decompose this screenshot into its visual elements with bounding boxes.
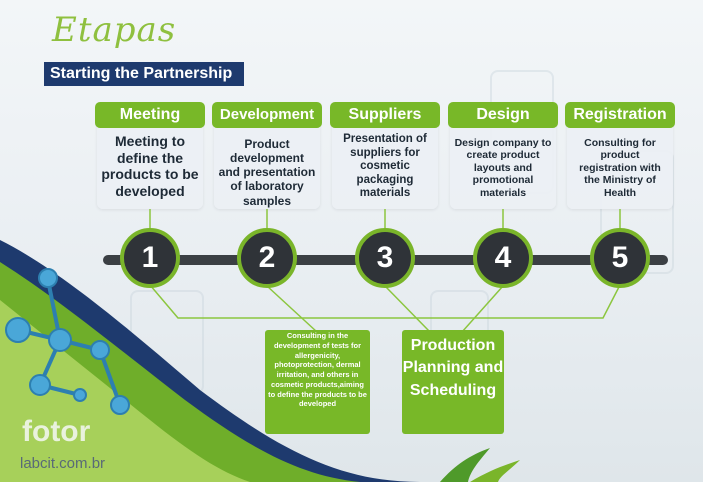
step-description: Consulting for product registration with… xyxy=(579,137,661,199)
step-description: Design company to create product layouts… xyxy=(454,137,552,199)
step-number: 1 xyxy=(120,228,180,288)
watermark-brand: fotor xyxy=(22,415,91,448)
leaf-icon xyxy=(470,460,520,482)
consulting-note: Consulting in the development of tests f… xyxy=(265,330,370,434)
step-number: 5 xyxy=(590,228,650,288)
step-description: Product development and presentation of … xyxy=(218,137,316,208)
step-number: 2 xyxy=(237,228,297,288)
title-script: Etapas xyxy=(52,10,177,50)
website-url: labcit.com.br xyxy=(20,455,106,472)
step-number: 3 xyxy=(355,228,415,288)
production-planning-box: Production Planning and Scheduling xyxy=(402,330,504,434)
step-card-development: Development Product development and pres… xyxy=(212,102,322,209)
leaf-icon xyxy=(440,448,490,482)
step-description: Presentation of suppliers for cosmetic p… xyxy=(343,133,427,200)
molecule-icon xyxy=(5,268,130,415)
step-card-suppliers: Suppliers Presentation of suppliers for … xyxy=(330,102,440,209)
step-description: Meeting to define the products to be dev… xyxy=(101,133,199,199)
step-title: Registration xyxy=(565,102,675,128)
step-card-registration: Registration Consulting for product regi… xyxy=(565,102,675,209)
step-card-meeting: Meeting Meeting to define the products t… xyxy=(95,102,205,209)
step-title: Meeting xyxy=(95,102,205,128)
step-title: Suppliers xyxy=(330,102,440,128)
step-card-design: Design Design company to create product … xyxy=(448,102,558,209)
step-title: Development xyxy=(212,102,322,128)
step-number: 4 xyxy=(473,228,533,288)
page-title: Starting the Partnership xyxy=(44,62,244,86)
step-title: Design xyxy=(448,102,558,128)
